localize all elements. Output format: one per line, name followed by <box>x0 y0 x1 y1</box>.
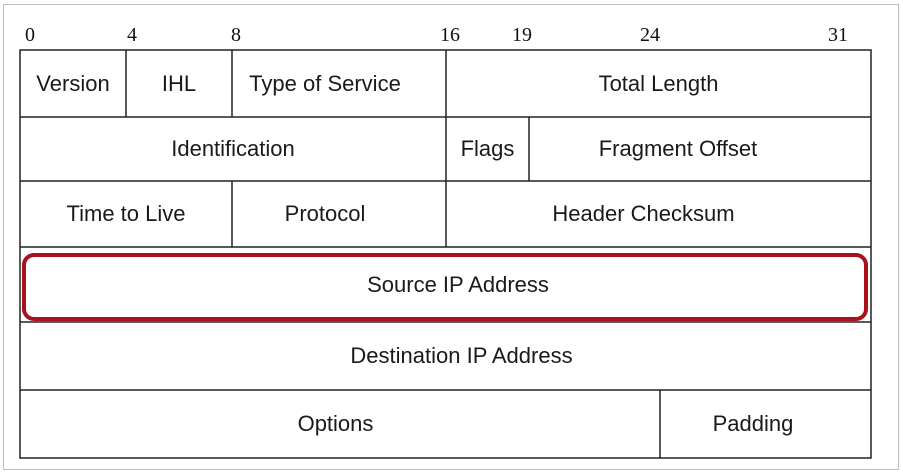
field-protocol: Protocol <box>284 201 366 226</box>
bit-label-0: 0 <box>25 24 35 46</box>
field-flags: Flags <box>460 136 515 161</box>
field-options: Options <box>297 411 374 436</box>
field-ihl: IHL <box>161 70 197 96</box>
bit-label-24: 24 <box>640 24 660 46</box>
field-time-to-live: Time to Live <box>66 201 186 226</box>
bit-label-4: 4 <box>127 24 137 46</box>
field-source-ip-address: Source IP Address <box>367 271 549 297</box>
field-fragment-offset: Fragment Offset <box>598 136 758 161</box>
bit-label-8: 8 <box>231 24 241 46</box>
bit-label-16: 16 <box>440 24 460 46</box>
field-header-checksum: Header Checksum <box>552 201 735 226</box>
field-version: Version <box>36 70 110 96</box>
bit-label-31: 31 <box>828 24 848 46</box>
field-type-of-service: Type of Service <box>249 70 401 96</box>
bit-label-19: 19 <box>512 24 532 46</box>
diagram-frame <box>3 4 899 470</box>
source-ip-highlight <box>22 253 868 321</box>
field-padding: Padding <box>712 411 794 436</box>
field-total-length: Total Length <box>598 70 719 96</box>
field-destination-ip-address: Destination IP Address <box>350 343 573 368</box>
field-identification: Identification <box>171 136 295 161</box>
